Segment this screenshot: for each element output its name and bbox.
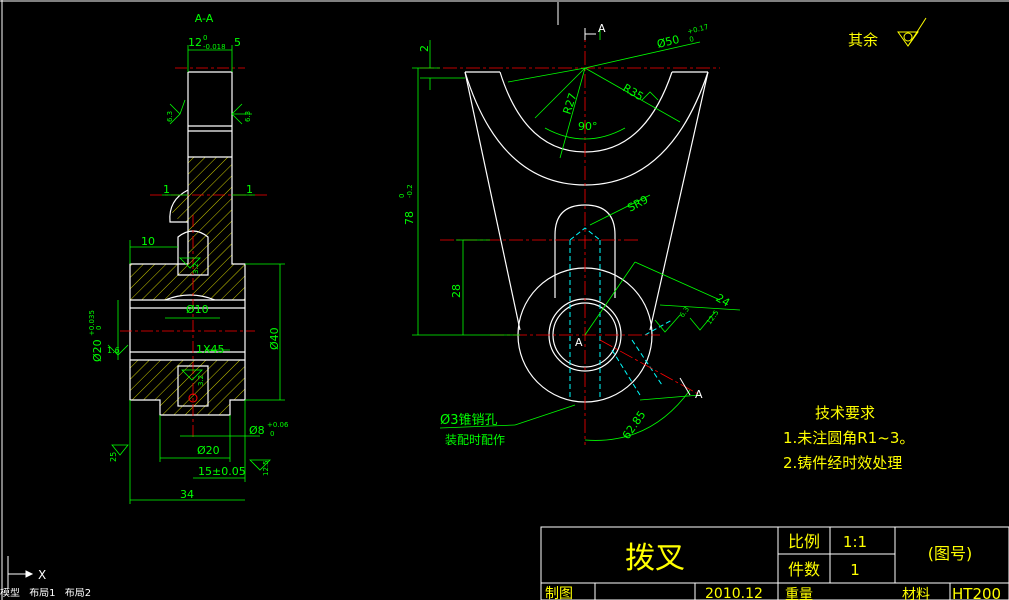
svg-text:1: 1 (163, 183, 170, 196)
svg-text:1: 1 (246, 183, 253, 196)
main-centerlines (420, 28, 720, 445)
svg-text:0: 0 (398, 194, 406, 198)
tech-req-item-2: 2.铸件经时效处理 (783, 454, 902, 472)
svg-text:28: 28 (450, 284, 463, 298)
svg-text:A: A (575, 336, 583, 349)
svg-text:Ø3锥销孔: Ø3锥销孔 (440, 413, 498, 428)
tab-layout-2[interactable]: 布局2 (64, 588, 92, 599)
svg-text:装配时配作: 装配时配作 (445, 433, 505, 447)
roughness-note: 其余 (848, 17, 927, 49)
section-label: A-A (195, 12, 214, 25)
svg-text:1.6: 1.6 (107, 346, 120, 355)
section-outline (129, 71, 246, 416)
drawing-date: 2010.12 (705, 586, 763, 600)
svg-text:0: 0 (95, 326, 103, 330)
drawing-number: (图号) (928, 544, 973, 563)
scale-label: 比例 (788, 532, 820, 551)
qty-value: 1 (850, 561, 860, 579)
svg-text:0: 0 (203, 34, 207, 42)
svg-text:12.5: 12.5 (262, 460, 270, 476)
svg-text:24: 24 (714, 291, 733, 309)
weight-label: 重量 (785, 587, 813, 600)
material-label: 材料 (902, 587, 930, 600)
main-dimension-texts: A 2 Ø50 +0.17 0 R27 R35 90° SR9 78 0 -0.… (398, 22, 732, 447)
svg-text:+0.035: +0.035 (88, 310, 96, 336)
ucs-icon (7, 556, 34, 588)
tab-layout-1[interactable]: 布局1 (29, 588, 56, 599)
scale-value: 1:1 (843, 533, 867, 551)
ucs-x-label: X (38, 568, 46, 582)
hatch-regions (130, 157, 245, 415)
svg-text:0: 0 (689, 35, 695, 44)
svg-text:12: 12 (188, 36, 202, 49)
title-block: 拨叉 比例 1:1 件数 1 (图号) 制图 2010.12 重量 材料 HT2… (540, 526, 1009, 600)
svg-text:其余: 其余 (848, 31, 878, 49)
svg-text:3.2: 3.2 (197, 375, 205, 386)
section-dimension-lines (117, 45, 285, 504)
qty-label: 件数 (788, 560, 820, 579)
svg-text:A: A (598, 22, 606, 35)
main-view: A 2 Ø50 +0.17 0 R27 R35 90° SR9 78 0 -0.… (398, 22, 741, 447)
svg-text:0: 0 (270, 430, 274, 438)
svg-text:2: 2 (418, 45, 431, 52)
svg-text:1X45: 1X45 (196, 343, 225, 356)
roughness-symbols-right (641, 91, 716, 333)
svg-text:3.2: 3.2 (192, 263, 200, 274)
svg-text:A: A (695, 388, 703, 401)
svg-text:34: 34 (180, 488, 194, 501)
svg-text:6.3: 6.3 (166, 111, 174, 122)
technical-requirements: 技术要求 1.未注圆角R1~3。 2.铸件经时效处理 (783, 404, 914, 472)
section-dimension-texts: 12 0 -0.018 5 6.3 6.3 1 1 10 3.2 Ø10 Ø20… (88, 34, 289, 501)
svg-text:+0.17: +0.17 (687, 23, 710, 36)
svg-text:90°: 90° (578, 120, 598, 133)
tab-model[interactable]: 模型 (0, 588, 20, 599)
drawn-label: 制图 (545, 586, 573, 600)
part-name: 拨叉 (625, 541, 685, 576)
svg-text:Ø50: Ø50 (656, 33, 681, 51)
svg-text:62.85: 62.85 (620, 408, 649, 441)
svg-text:-0.018: -0.018 (203, 43, 226, 51)
svg-text:10: 10 (141, 235, 155, 248)
tech-req-item-1: 1.未注圆角R1~3。 (783, 429, 914, 447)
roughness-symbol-icon (897, 17, 927, 47)
svg-text:Ø40: Ø40 (268, 327, 281, 350)
svg-text:Ø20: Ø20 (197, 444, 220, 457)
svg-text:+0.06: +0.06 (267, 421, 289, 429)
svg-text:R27: R27 (560, 91, 579, 116)
svg-text:12.5: 12.5 (705, 309, 720, 326)
roughness-symbols-left (107, 99, 271, 471)
svg-text:Ø20: Ø20 (91, 339, 104, 362)
layout-tabs: 模型 布局1 布局2 (0, 588, 160, 600)
svg-text:6.3: 6.3 (678, 305, 691, 319)
svg-text:25: 25 (109, 452, 118, 462)
material-value: HT200 (952, 585, 1001, 600)
hidden-lines (569, 227, 673, 398)
svg-text:15±0.05: 15±0.05 (198, 465, 246, 478)
main-dimension-lines (412, 28, 741, 441)
svg-text:78: 78 (403, 211, 416, 225)
section-view-aa: A-A (88, 12, 289, 504)
section-arrow (584, 28, 691, 396)
svg-text:5: 5 (234, 36, 241, 49)
tech-req-title: 技术要求 (815, 404, 875, 422)
svg-text:-0.2: -0.2 (406, 184, 414, 198)
svg-text:Ø8: Ø8 (249, 424, 265, 437)
svg-text:Ø10: Ø10 (186, 303, 209, 316)
svg-text:6.3: 6.3 (244, 111, 252, 122)
